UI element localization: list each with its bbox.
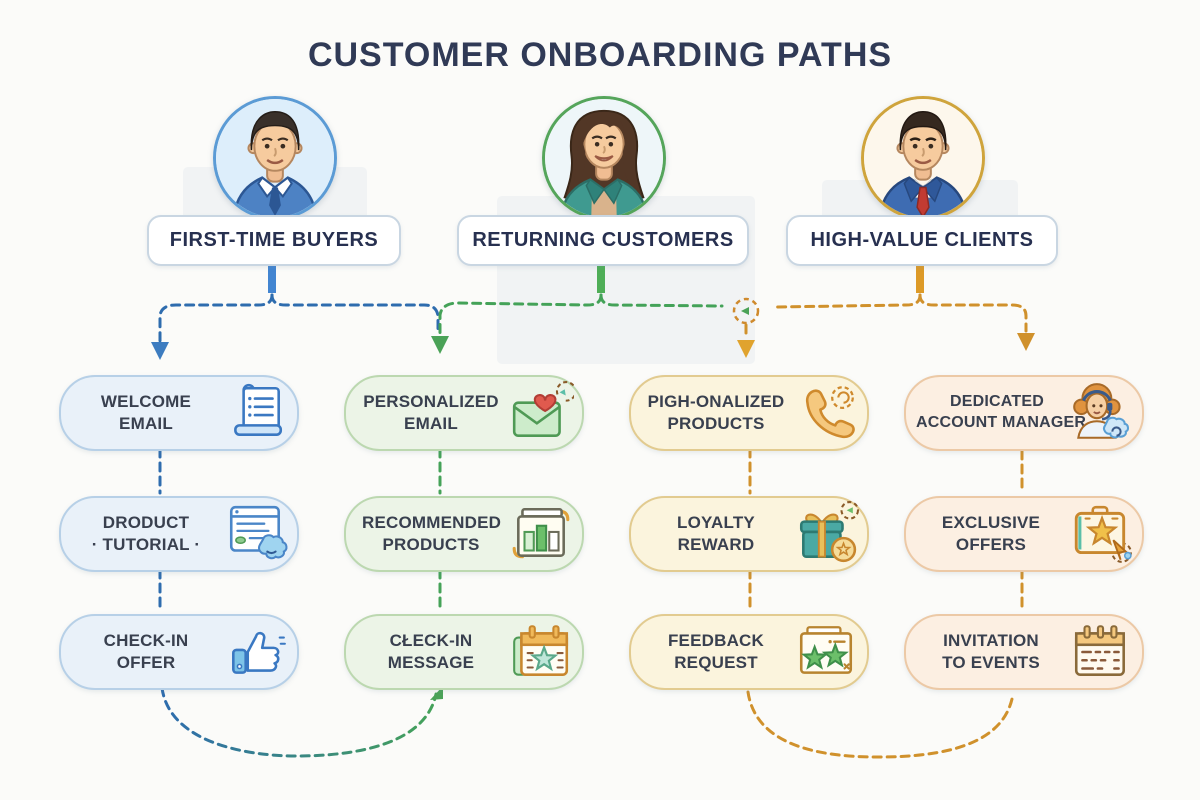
thumbs-up-icon — [223, 619, 289, 685]
laptop-checklist-icon — [223, 380, 289, 446]
persona-label-returning-customers: RETURNING CUSTOMERS — [457, 215, 749, 266]
support-agent-icon — [1068, 380, 1134, 446]
persona-label-high-value-clients: HIGH-VALUE CLIENTS — [786, 215, 1058, 266]
avatar-returning-customer — [542, 96, 666, 220]
step-product-tutorial: DRODUCT· TUTORIAL · — [59, 496, 299, 572]
review-stars-icon — [793, 619, 859, 685]
envelope-heart-icon — [508, 380, 577, 446]
diagram-title: CUSTOMER ONBOARDING PATHS — [307, 36, 893, 74]
avatar-high-value-client — [861, 96, 985, 220]
calendar-star-icon — [508, 619, 574, 685]
star-case-icon — [1068, 501, 1134, 567]
avatar-first-time-buyer — [213, 96, 337, 220]
bar-chart-icon — [508, 501, 574, 567]
gift-box-icon — [793, 501, 859, 567]
tutorial-window-icon — [223, 501, 289, 567]
events-calendar-icon — [1068, 619, 1134, 685]
phone-icon — [793, 380, 859, 446]
persona-label-first-time-buyers: FIRST-TIME BUYERS — [147, 215, 401, 266]
